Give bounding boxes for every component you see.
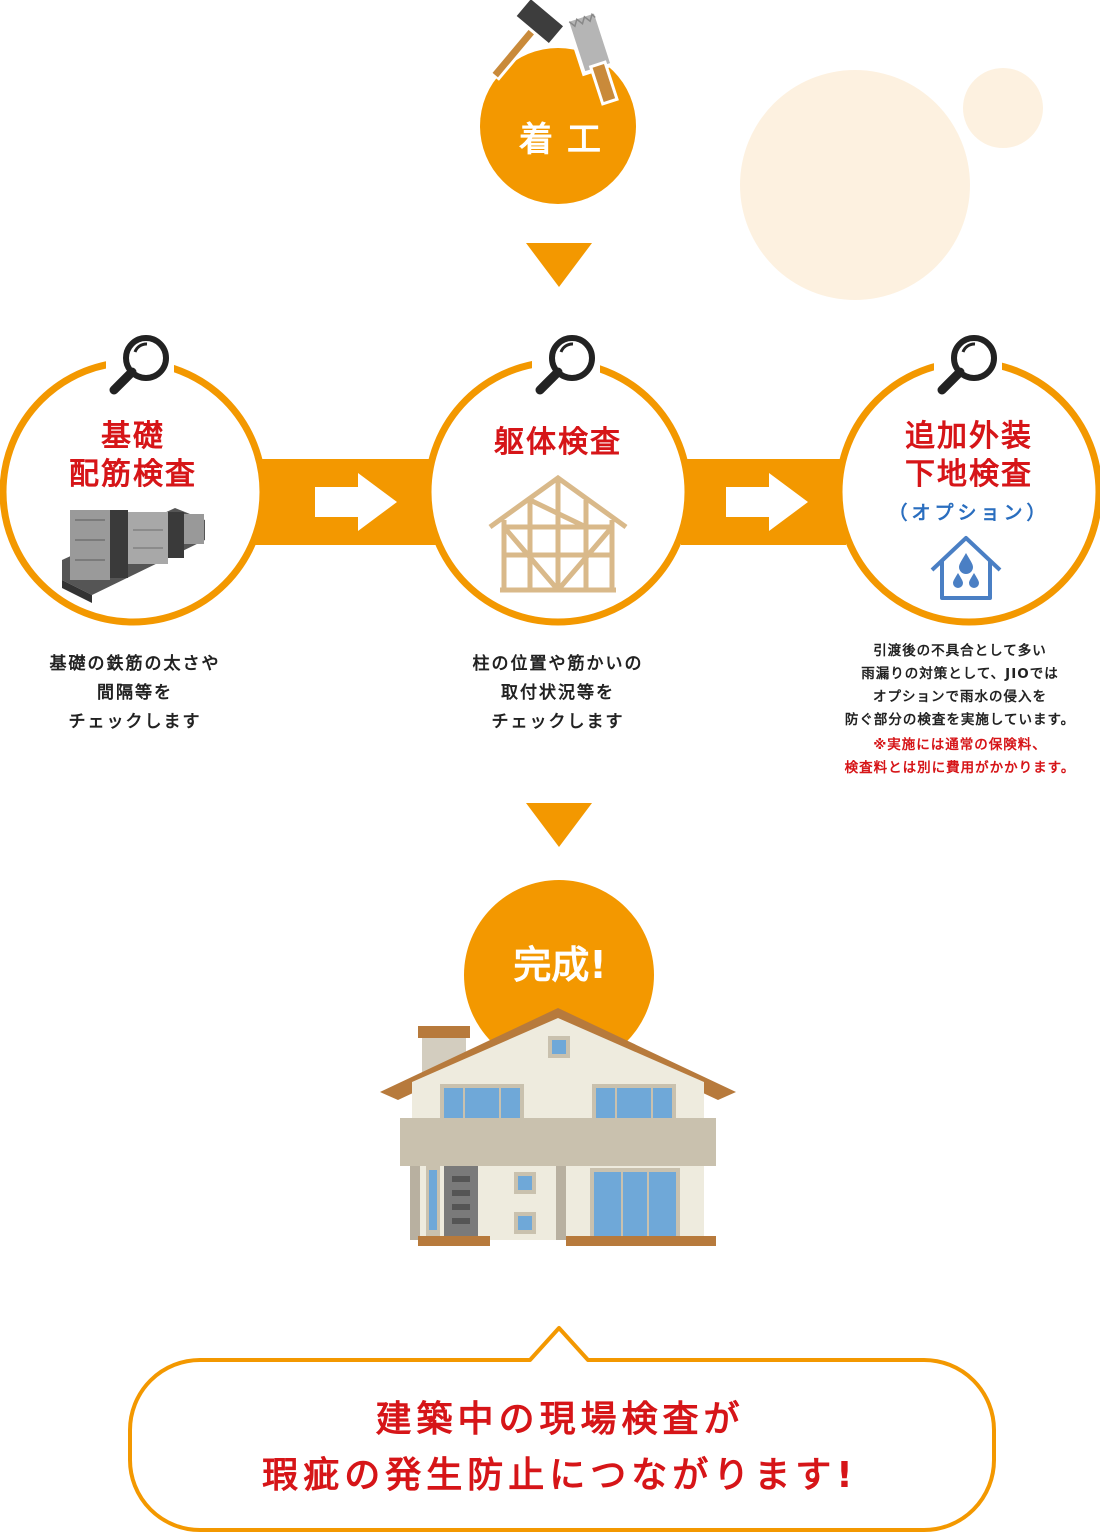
step-title-exterior: 追加外装 下地検査 <box>866 418 1072 494</box>
water-drop-house-icon <box>930 536 1002 600</box>
step-title-line: 下地検査 <box>905 457 1033 492</box>
desc-line: オプションで雨水の侵入を <box>873 689 1047 705</box>
desc-line: 間隔等を <box>97 683 173 703</box>
bubble-message: 建築中の現場検査が 瑕疵の発生防止につながります! <box>150 1392 970 1504</box>
step-title-frame: 躯体検査 <box>455 424 661 462</box>
saw-icon <box>564 8 619 106</box>
magnifier-icon <box>106 330 174 395</box>
desc-line: 基礎の鉄筋の太さや <box>49 654 221 674</box>
step-title-line: 躯体検査 <box>494 425 622 460</box>
foundation-icon <box>62 508 205 603</box>
step-subtitle-option: （オプション） <box>888 502 1050 524</box>
arrow-down-icon-2 <box>526 803 592 847</box>
step-title-foundation: 基礎 配筋検査 <box>30 418 236 494</box>
bubble-line: 建築中の現場検査が <box>375 1399 745 1440</box>
arrow-down-icon <box>526 243 592 287</box>
desc-line: 引渡後の不具合として多い <box>873 643 1047 659</box>
magnifier-icon-2 <box>532 330 600 395</box>
desc-line: 防ぐ部分の検査を実施しています。 <box>844 712 1076 728</box>
finish-label: 完成! <box>513 943 607 987</box>
hammer-icon <box>488 0 568 81</box>
house-frame-icon <box>488 474 628 593</box>
arrow-right-icon-2 <box>726 473 808 531</box>
step-desc-foundation: 基礎の鉄筋の太さや 間隔等を チェックします <box>0 650 270 737</box>
speech-bubble <box>128 1326 996 1532</box>
step-desc-exterior: 引渡後の不具合として多い 雨漏りの対策として、JIOでは オプションで雨水の侵入… <box>820 640 1100 732</box>
house-illustration <box>380 1008 736 1246</box>
note-line: 検査料とは別に費用がかかります。 <box>844 760 1076 776</box>
magnifier-icon-3 <box>934 330 1002 395</box>
desc-line: 取付状況等を <box>501 683 615 703</box>
desc-line: 柱の位置や筋かいの <box>472 654 644 674</box>
decor-circle-large <box>740 70 970 300</box>
step-desc-frame: 柱の位置や筋かいの 取付状況等を チェックします <box>420 650 696 737</box>
step-title-line: 基礎 <box>101 419 165 454</box>
bubble-line: 瑕疵の発生防止につながります! <box>262 1455 858 1496</box>
note-line: ※実施には通常の保険料、 <box>873 737 1047 753</box>
desc-line: チェックします <box>491 712 625 732</box>
step-title-line: 配筋検査 <box>69 457 197 492</box>
finish-circle <box>464 880 654 1070</box>
step-note-exterior: ※実施には通常の保険料、 検査料とは別に費用がかかります。 <box>820 734 1100 780</box>
step-title-line: 追加外装 <box>905 419 1033 454</box>
desc-line: チェックします <box>68 712 202 732</box>
desc-line: 雨漏りの対策として、JIOでは <box>861 666 1059 682</box>
start-label: 着工 <box>519 120 615 160</box>
decor-circle-small <box>963 68 1043 148</box>
arrow-right-icon <box>315 473 397 531</box>
